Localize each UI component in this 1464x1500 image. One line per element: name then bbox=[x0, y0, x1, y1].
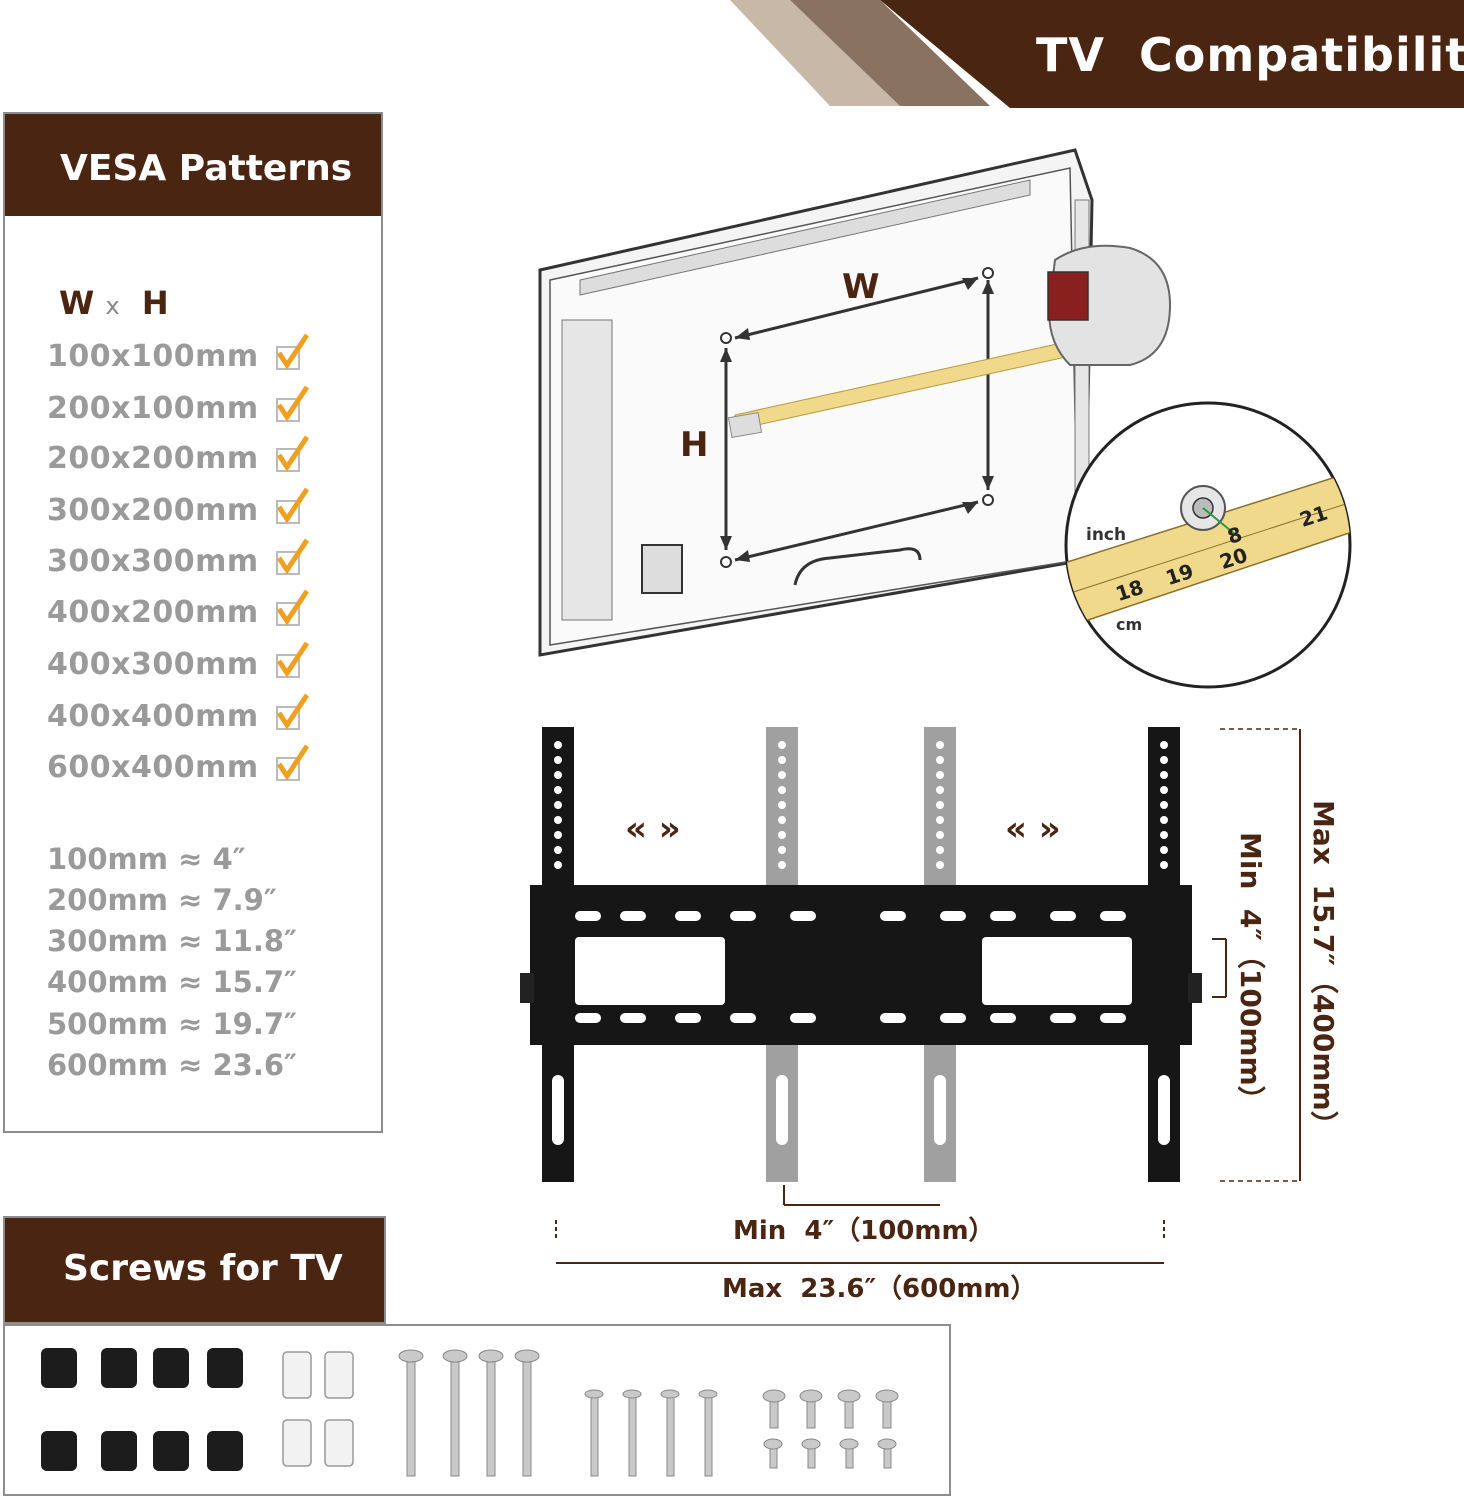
cm-label: cm bbox=[1116, 615, 1142, 634]
checkmark-icon bbox=[276, 744, 310, 781]
checkmark-icon bbox=[276, 538, 310, 575]
pattern-value: 600x400mm bbox=[47, 750, 259, 785]
h-dimension-label: H bbox=[680, 425, 708, 465]
pattern-row: 200x100mm bbox=[47, 385, 347, 439]
tv-back-illustration: W H bbox=[538, 148, 1172, 657]
pattern-value: 300x200mm bbox=[47, 493, 259, 528]
pattern-value: 200x100mm bbox=[47, 391, 259, 426]
checkmark-icon bbox=[276, 693, 310, 730]
pattern-row: 100x100mm bbox=[47, 333, 347, 387]
slide-arrows-right: « » bbox=[1005, 809, 1061, 849]
wall-mount-bracket: « » « » bbox=[520, 727, 1301, 1264]
page-title: TV Compatibility bbox=[1036, 28, 1464, 82]
checkmark-icon bbox=[276, 487, 310, 524]
pattern-value: 300x300mm bbox=[47, 544, 259, 579]
conversion-row: 200mm ≈ 7.9″ bbox=[47, 883, 277, 917]
screws-header: Screws for TV bbox=[3, 1216, 386, 1324]
screws-kit-box bbox=[3, 1324, 951, 1496]
checkmark-icon bbox=[276, 589, 310, 626]
banner-background bbox=[730, 0, 1464, 108]
pattern-value: 400x200mm bbox=[47, 595, 259, 630]
max-height-label: Max 15.7″（400mm） bbox=[1307, 800, 1340, 1139]
vesa-patterns-panel: VESA Patterns W x H 100x100mm 200x100mm … bbox=[3, 112, 383, 1133]
wh-h: H bbox=[141, 284, 169, 322]
w-dimension-label: W bbox=[842, 267, 880, 307]
checkmark-icon bbox=[276, 435, 310, 472]
pattern-row: 200x200mm bbox=[47, 435, 347, 489]
header-banner: TV Compatibility bbox=[0, 0, 1464, 112]
conversion-row: 600mm ≈ 23.6″ bbox=[47, 1048, 297, 1082]
conversion-row: 500mm ≈ 19.7″ bbox=[47, 1007, 297, 1041]
conversion-row: 100mm ≈ 4″ bbox=[47, 842, 246, 876]
pattern-value: 100x100mm bbox=[47, 339, 259, 374]
pattern-value: 400x400mm bbox=[47, 699, 259, 734]
max-width-label: Max 23.6″（600mm） bbox=[722, 1274, 1037, 1304]
vesa-title: VESA Patterns bbox=[60, 148, 353, 189]
pattern-row: 300x300mm bbox=[47, 538, 347, 592]
pattern-row: 600x400mm bbox=[47, 744, 347, 798]
wh-w: W bbox=[59, 284, 95, 322]
screw-hardware-illustration bbox=[41, 1348, 899, 1477]
checkmark-icon bbox=[276, 385, 310, 422]
pattern-row: 300x200mm bbox=[47, 487, 347, 541]
checkmark-icon bbox=[276, 641, 310, 678]
pattern-value: 400x300mm bbox=[47, 647, 259, 682]
tape-measure-zoom: inch cm 8 21 18 19 20 bbox=[1064, 401, 1352, 689]
wh-label: W x H bbox=[59, 284, 169, 322]
min-width-label: Min 4″（100mm） bbox=[733, 1216, 995, 1246]
slide-arrows-left: « » bbox=[625, 809, 681, 849]
pattern-row: 400x300mm bbox=[47, 641, 347, 695]
screws-title: Screws for TV bbox=[63, 1248, 343, 1289]
conversion-row: 300mm ≈ 11.8″ bbox=[47, 924, 297, 958]
pattern-row: 400x200mm bbox=[47, 589, 347, 643]
wh-x: x bbox=[105, 292, 120, 320]
checkmark-icon bbox=[276, 333, 310, 370]
pattern-row: 400x400mm bbox=[47, 693, 347, 747]
inch-label: inch bbox=[1086, 525, 1126, 545]
min-height-label: Min 4″（100mm） bbox=[1234, 832, 1267, 1114]
pattern-value: 200x200mm bbox=[47, 441, 259, 476]
vesa-header: VESA Patterns bbox=[5, 114, 381, 216]
conversion-row: 400mm ≈ 15.7″ bbox=[47, 965, 297, 999]
